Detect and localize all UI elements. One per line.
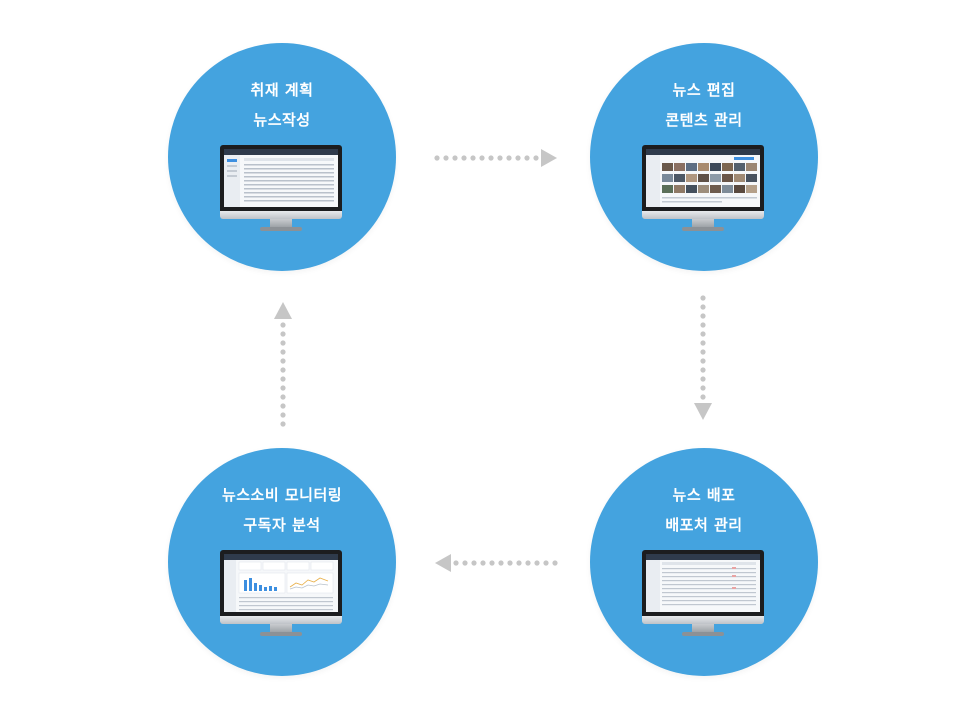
step-title: 뉴스소비 모니터링: [221, 486, 343, 504]
step-subtitle: 콘텐츠 관리: [665, 111, 743, 129]
monitor-icon: [220, 145, 342, 231]
step-subtitle: 배포처 관리: [665, 516, 743, 534]
step-subtitle: 뉴스작성: [253, 111, 311, 129]
screen-article-list: [224, 149, 338, 207]
screen-photo-grid: [646, 149, 760, 207]
arrow-edit-to-distribute: [694, 295, 712, 420]
monitor-icon: [220, 550, 342, 636]
step-news-editing: 뉴스 편집 콘텐츠 관리: [590, 43, 818, 271]
screen-analytics-dashboard: [224, 554, 338, 612]
step-subtitle: 구독자 분석: [243, 516, 321, 534]
arrow-distribute-to-monitor: [435, 554, 558, 572]
screen-table-list: [646, 554, 760, 612]
step-title: 뉴스 편집: [672, 81, 736, 99]
step-news-monitoring: 뉴스소비 모니터링 구독자 분석: [168, 448, 396, 676]
step-title: 취재 계획: [250, 81, 314, 99]
step-title: 뉴스 배포: [672, 486, 736, 504]
monitor-icon: [642, 550, 764, 636]
step-news-distribution: 뉴스 배포 배포처 관리: [590, 448, 818, 676]
arrow-plan-to-edit: [434, 149, 557, 167]
arrow-monitor-to-plan: [274, 302, 292, 427]
monitor-icon: [642, 145, 764, 231]
step-news-planning: 취재 계획 뉴스작성: [168, 43, 396, 271]
